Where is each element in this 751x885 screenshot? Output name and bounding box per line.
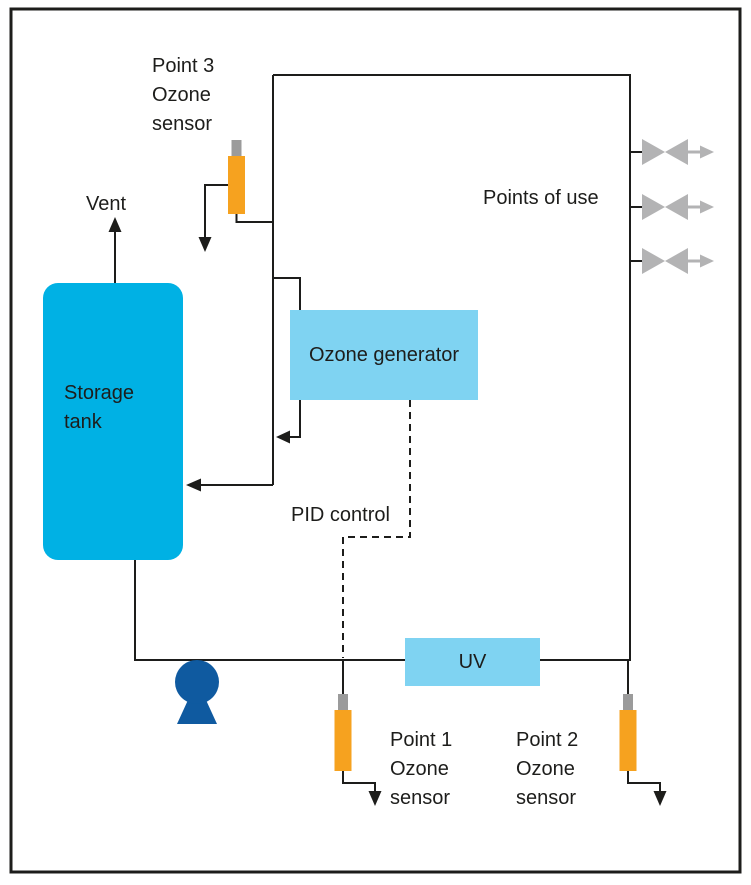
point3-ozone-sensor-icon [228,140,245,214]
pump-icon [175,660,219,724]
point2-sensor-label: Point 2 Ozone sensor [516,729,579,809]
pipe-point3-drain [204,184,228,240]
valve3-icon [642,248,665,274]
uv-label: UV [458,650,487,673]
pipe-generator-outlet [288,400,301,438]
pid-control-dashed-line [342,400,411,658]
point2-sensor-body [619,710,637,771]
point3-sensor-label: Point 3 Ozone sensor [152,55,215,135]
point1-sensor-cap [338,694,348,712]
point3-sensor-cap [231,140,242,158]
point1-sensor-label: Point 1 Ozone sensor [390,729,453,809]
valve2-icon [665,194,688,220]
valve2-icon [642,194,665,220]
vent-arrow-icon [108,217,122,232]
point1-sensor-body [334,710,352,771]
pipe-point1-drain [342,770,376,794]
ozone-generator-label: Ozone generator [308,343,460,366]
valve3-icon [665,248,688,274]
point2-ozone-sensor-icon [619,694,637,771]
diagram-frame [9,7,742,874]
pipe-point3-tap [235,214,273,223]
pipe-generator-inlet [273,277,301,310]
point2-drain-arrow-icon [653,791,667,806]
point2-sensor-cap [623,694,633,712]
storage-tank-label: Storage tank [64,382,135,433]
vent-label: Vent [86,193,127,215]
pipe-point2-drain [627,770,661,794]
points-of-use-valves [642,139,714,274]
point3-sensor-body [228,156,245,214]
valve1-icon [642,139,665,165]
storage-tank-shape [43,283,183,560]
generator-outlet-arrow-icon [276,430,290,444]
pid-control-label: PID control [291,504,390,526]
point3-drain-arrow-icon [198,237,212,252]
pump-body [175,660,219,704]
valve1-icon [665,139,688,165]
points-of-use-label: Points of use [483,187,599,209]
pump-base [177,700,217,724]
valve3-outflow-arrow-icon [700,254,714,268]
pipe-main-loop [134,74,631,661]
tank-inlet-arrow-icon [186,478,201,492]
point1-drain-arrow-icon [368,791,382,806]
valve1-outflow-arrow-icon [700,145,714,159]
ozone-generator-shape [290,310,478,400]
uv-unit-shape [405,638,540,686]
valve2-outflow-arrow-icon [700,200,714,214]
point1-ozone-sensor-icon [334,694,352,771]
